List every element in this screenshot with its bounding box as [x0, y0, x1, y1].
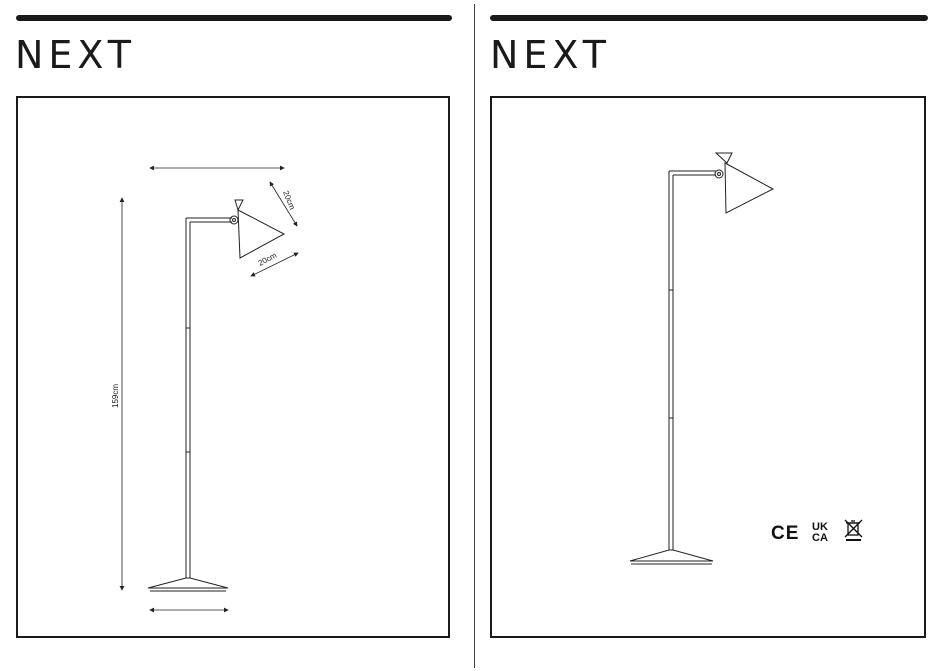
ukca-mark-bottom: CA	[812, 532, 828, 544]
ce-mark: CE	[771, 523, 799, 544]
floor-lamp-product	[630, 153, 773, 564]
shade-width-dimension-label: 20cm	[257, 250, 279, 267]
height-dimension-label: 159cm	[111, 384, 120, 408]
shade-height-dimension-label: 20cm	[281, 189, 297, 211]
certification-marks: CE UK CA	[771, 520, 862, 544]
weee-bin-icon	[845, 520, 862, 540]
